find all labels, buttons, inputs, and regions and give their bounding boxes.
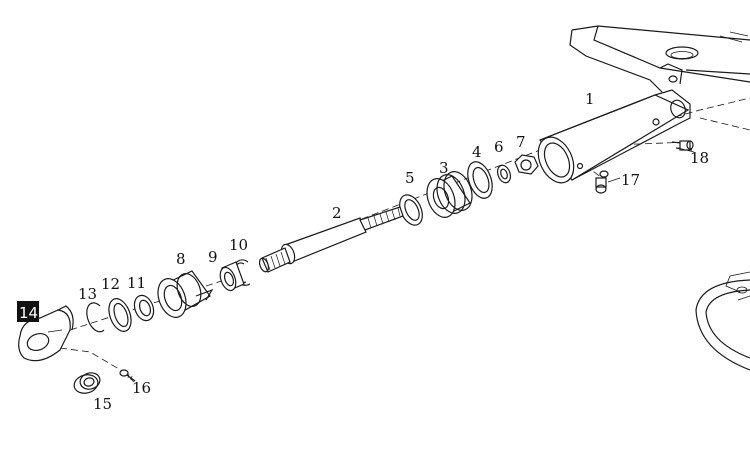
part-3-piston [426, 171, 473, 218]
part-18-grease-nipple [671, 140, 694, 151]
part-14-rod-eye [18, 305, 74, 362]
part-9-bushing [219, 261, 245, 292]
callout-3: 3 [439, 159, 449, 177]
part-13-retaining-ring [86, 302, 105, 333]
part-7-nut [514, 154, 539, 175]
part-16-screw [119, 369, 136, 382]
callout-10: 10 [229, 236, 248, 254]
callout-2: 2 [332, 204, 342, 222]
callout-4: 4 [472, 143, 482, 161]
callout-labels: 1 2 3 4 5 6 7 8 9 10 11 12 13 14 15 16 1… [17, 90, 709, 413]
callout-8: 8 [176, 250, 186, 268]
part-5-ring [399, 194, 423, 226]
callout-9: 9 [208, 248, 218, 266]
callout-11: 11 [127, 274, 146, 292]
part-4-seal-ring [467, 161, 493, 199]
callout-12: 12 [101, 275, 120, 293]
mounting-bracket [569, 25, 750, 93]
callout-6: 6 [494, 138, 504, 156]
assembly-centerline [59, 97, 750, 373]
callout-16: 16 [132, 379, 151, 397]
callout-7: 7 [516, 133, 526, 151]
callout-18: 18 [690, 149, 709, 167]
callout-14-box [17, 301, 39, 322]
leader-lines [129, 147, 695, 383]
hose-clamp [695, 271, 750, 371]
part-15-bearing [73, 372, 101, 394]
callout-5: 5 [405, 169, 415, 187]
callout-13: 13 [78, 285, 97, 303]
callout-14: 14 [19, 304, 38, 322]
part-6-washer [496, 164, 512, 184]
part-2-piston-rod [258, 206, 404, 273]
part-8-gland-nut [157, 270, 214, 318]
callout-1: 1 [585, 90, 595, 108]
part-17-grease-nipple [595, 170, 609, 194]
part-1-cylinder-barrel [537, 89, 691, 184]
part-11-ring [133, 294, 155, 322]
part-12-seal [108, 298, 132, 332]
callout-15: 15 [93, 395, 112, 413]
callout-17: 17 [621, 171, 640, 189]
